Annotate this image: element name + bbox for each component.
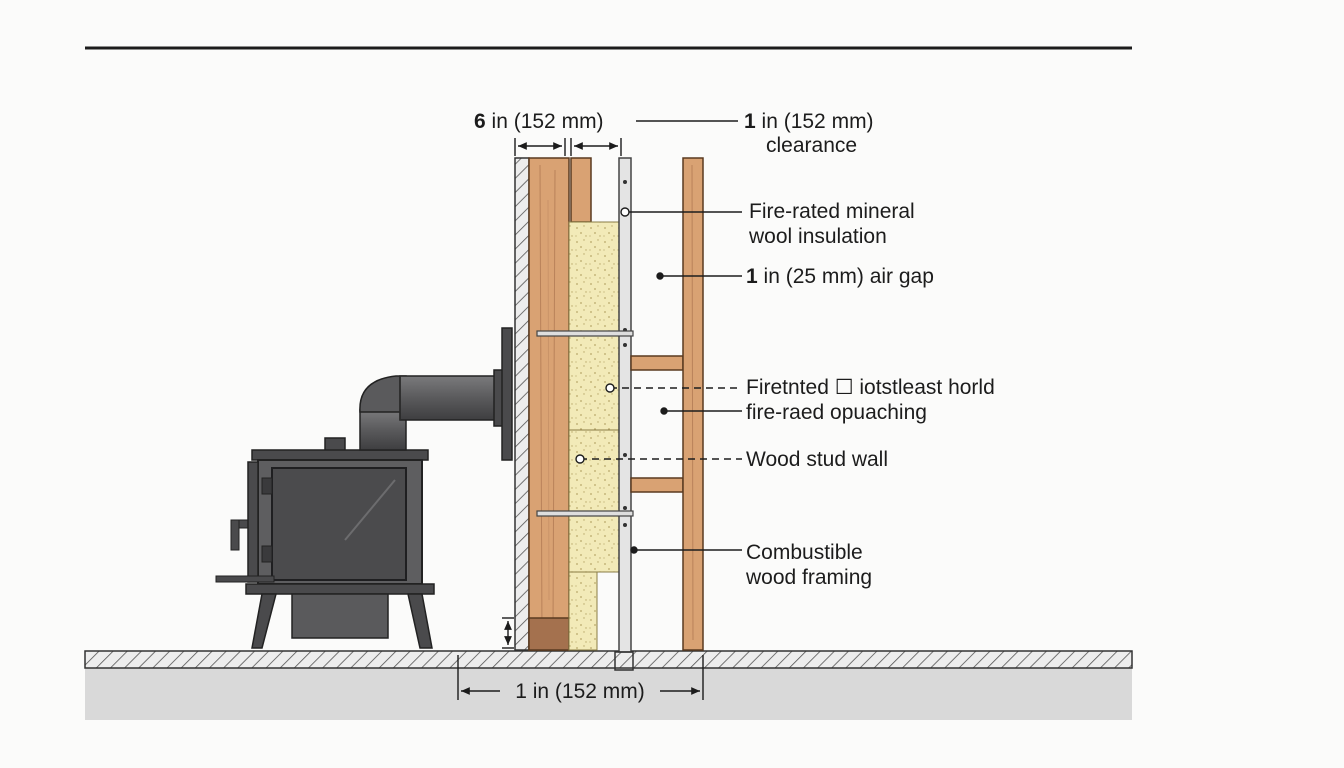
wood-post: [528, 157, 570, 651]
combustible-stud: [682, 157, 704, 651]
air-gap-label: 1 in (25 mm) air gap: [746, 265, 934, 288]
fire-rated-label-line1: Firetnted ☐ iotstleast horld: [746, 376, 995, 399]
top-dimension-lines: [514, 120, 738, 156]
top-left-dimension-label: 6 in (152 mm): [474, 110, 604, 133]
fire-rated-label-line2: fire-raed opuaching: [746, 401, 927, 424]
blocking-upper: [630, 355, 684, 371]
base-gap-dimension: [502, 617, 514, 649]
blocking-lower: [630, 477, 684, 493]
insulation-label-line1: Fire-rated mineral: [749, 200, 915, 223]
mineral-wool-insulation: [568, 221, 620, 651]
metal-channel: [614, 157, 634, 671]
floor: [84, 650, 1133, 720]
bottom-dimension-label: 1 in (152 mm): [515, 680, 645, 703]
clearance-label: clearance: [766, 134, 857, 157]
bottom-dimension-lines: [457, 655, 704, 700]
stove-door: [271, 467, 407, 581]
stud-wall-label: Wood stud wall: [746, 448, 888, 471]
insulation-label-line2: wool insulation: [748, 225, 887, 248]
inner-stud: [570, 157, 592, 223]
wood-stove: [215, 437, 435, 649]
top-right-dimension-label: 1 in (152 mm): [744, 110, 874, 133]
leader-lines: [580, 211, 742, 551]
stove-pipe: [359, 327, 513, 461]
leader-points: [575, 207, 668, 554]
framing-label-line2: wood framing: [745, 566, 872, 589]
noncombustible-shield: [514, 157, 530, 651]
metal-brackets: [536, 330, 634, 517]
framing-label-line1: Combustible: [746, 541, 863, 564]
